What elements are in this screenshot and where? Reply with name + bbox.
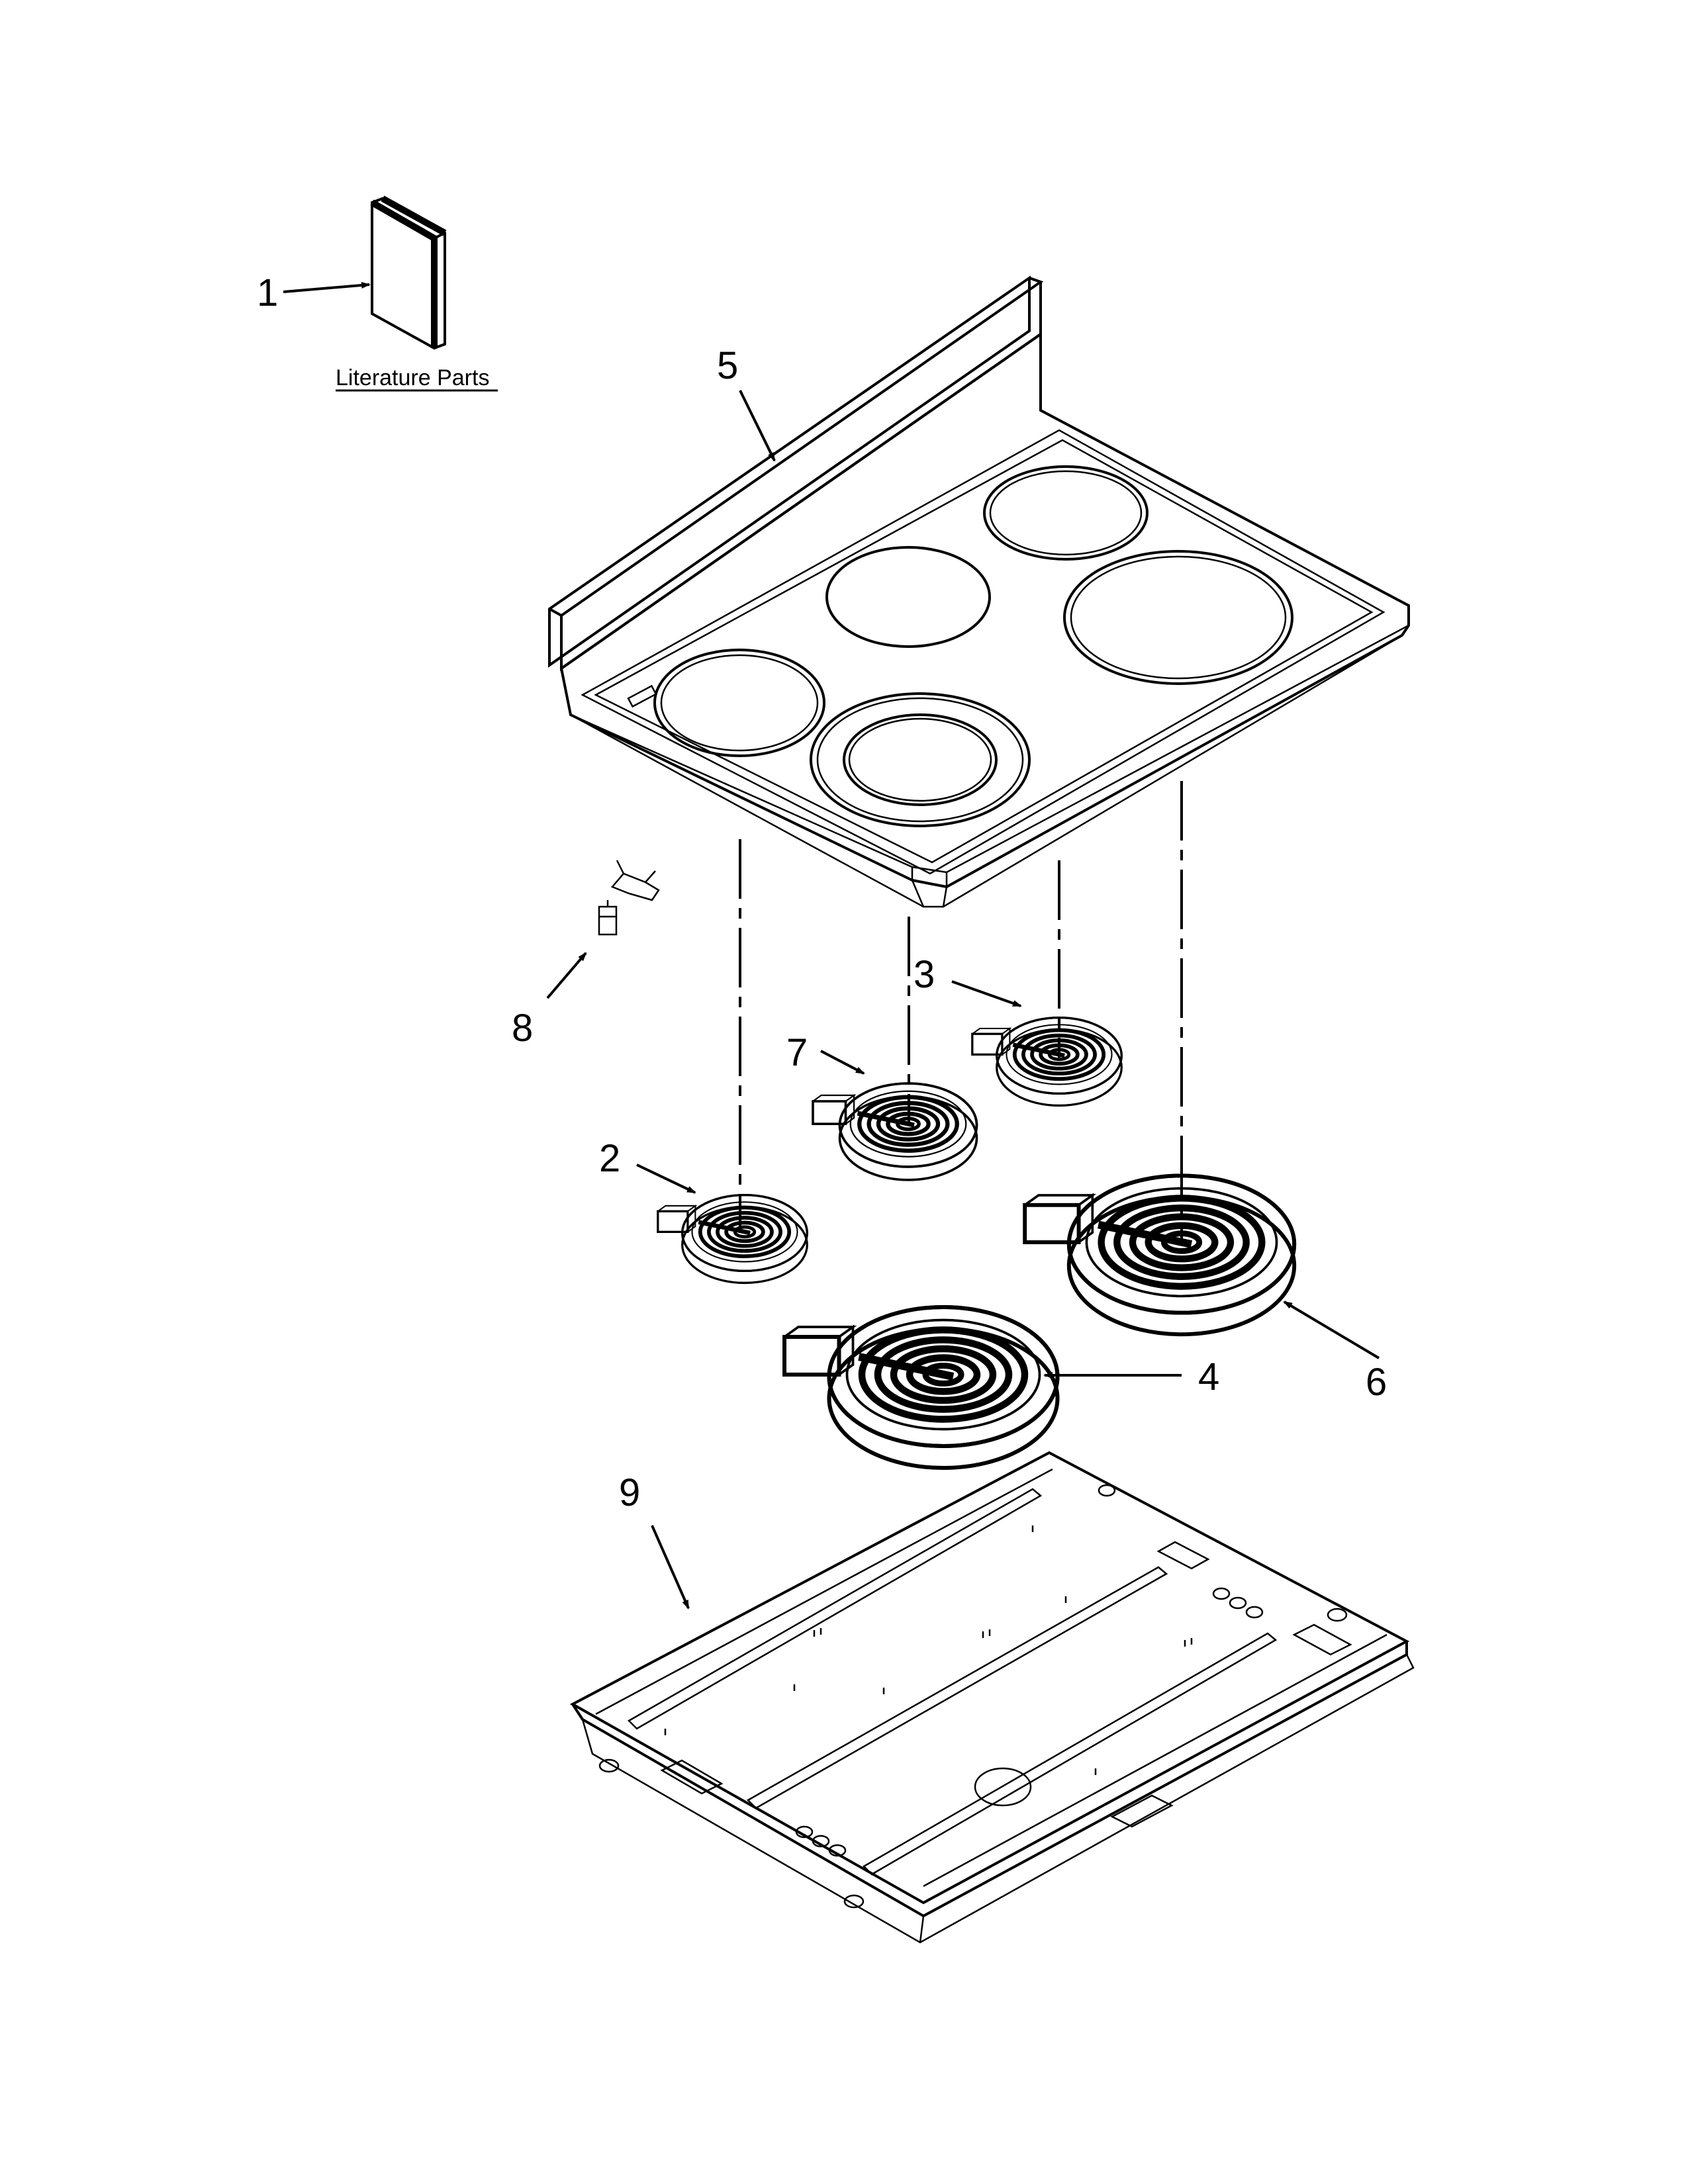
callout-number-2: 2 — [599, 1137, 620, 1180]
callout-arrow-9 — [651, 1525, 690, 1610]
surface-element-6 — [1025, 1175, 1294, 1334]
callout-number-7: 7 — [786, 1031, 808, 1074]
callout-number-9: 9 — [619, 1471, 640, 1514]
cooktop-main-top — [548, 275, 1410, 908]
callout-arrow-6 — [1283, 1300, 1380, 1359]
callout-arrow-3 — [951, 980, 1022, 1007]
callout-number-6: 6 — [1366, 1361, 1387, 1404]
callout-number-1: 1 — [257, 271, 278, 314]
surface-element-2 — [658, 1195, 808, 1283]
callout-number-8: 8 — [512, 1007, 533, 1050]
limiter-switch — [598, 860, 660, 936]
callout-arrow-5 — [739, 390, 776, 462]
surface-element-7 — [813, 1083, 977, 1180]
burner-box-pan — [569, 1451, 1415, 1944]
callout-arrow-8 — [546, 952, 587, 999]
callout-number-3: 3 — [914, 953, 935, 996]
surface-element-3 — [972, 1018, 1122, 1106]
callout-arrow-7 — [820, 1050, 865, 1075]
callout-number-4: 4 — [1198, 1355, 1219, 1398]
literature-booklet — [370, 195, 447, 350]
surface-element-4 — [784, 1307, 1058, 1468]
callout-number-5: 5 — [717, 344, 738, 387]
literature-parts-label: Literature Parts — [336, 365, 489, 390]
callout-arrow-1 — [283, 282, 371, 293]
callout-arrow-2 — [636, 1163, 696, 1194]
